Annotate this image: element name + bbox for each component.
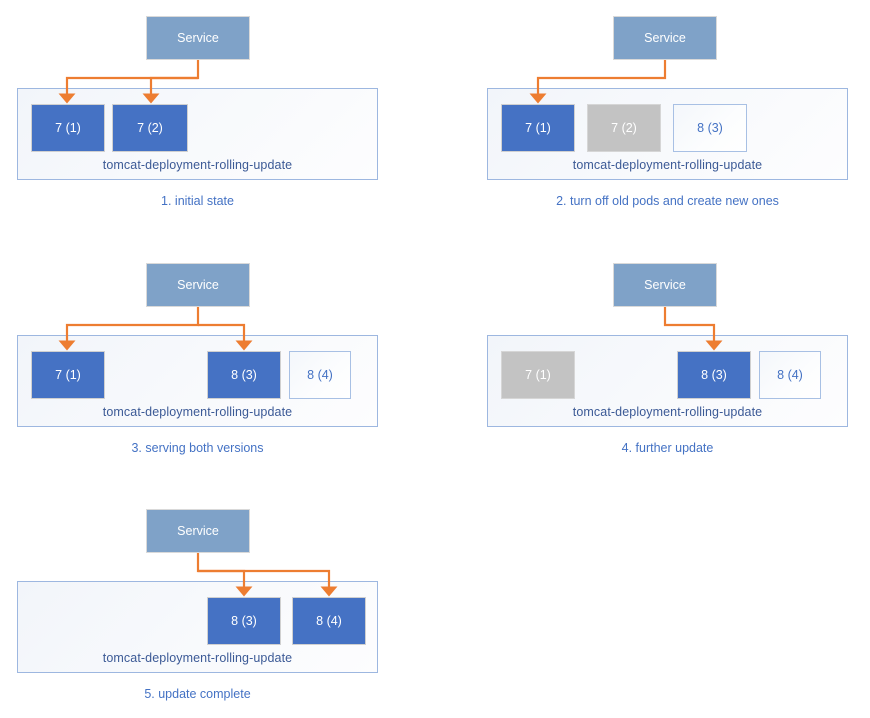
- pod-7-2: 7 (2): [112, 104, 188, 152]
- panel-caption: 4. further update: [621, 441, 714, 455]
- pod-label: 8 (4): [777, 367, 803, 382]
- deployment-name-label: tomcat-deployment-rolling-update: [102, 405, 293, 419]
- pod-7-1: 7 (1): [501, 351, 575, 399]
- pod-8-3: 8 (3): [207, 351, 281, 399]
- pod-8-4: 8 (4): [292, 597, 366, 645]
- service-box: Service: [613, 16, 717, 60]
- service-label: Service: [177, 277, 219, 292]
- deployment-name-label: tomcat-deployment-rolling-update: [102, 651, 293, 665]
- panel-caption: 1. initial state: [161, 194, 234, 208]
- service-label: Service: [644, 30, 686, 45]
- pod-label: 7 (1): [525, 120, 551, 135]
- service-label: Service: [644, 277, 686, 292]
- pod-7-1: 7 (1): [31, 351, 105, 399]
- pod-label: 8 (4): [316, 613, 342, 628]
- pod-7-2: 7 (2): [587, 104, 661, 152]
- pod-8-4: 8 (4): [759, 351, 821, 399]
- service-box: Service: [146, 509, 250, 553]
- pod-label: 8 (3): [231, 367, 257, 382]
- panel-caption: 2. turn off old pods and create new ones: [556, 194, 779, 208]
- pod-label: 7 (2): [137, 120, 163, 135]
- pod-label: 7 (1): [525, 367, 551, 382]
- pod-label: 8 (3): [697, 120, 723, 135]
- pod-label: 8 (4): [307, 367, 333, 382]
- pod-8-4: 8 (4): [289, 351, 351, 399]
- pod-label: 8 (3): [231, 613, 257, 628]
- pod-label: 8 (3): [701, 367, 727, 382]
- panel-caption: 3. serving both versions: [131, 441, 264, 455]
- deployment-name-label: tomcat-deployment-rolling-update: [572, 405, 763, 419]
- pod-8-3: 8 (3): [677, 351, 751, 399]
- deployment-name-label: tomcat-deployment-rolling-update: [102, 158, 293, 172]
- service-box: Service: [146, 16, 250, 60]
- pod-8-3: 8 (3): [207, 597, 281, 645]
- pod-7-1: 7 (1): [501, 104, 575, 152]
- service-box: Service: [613, 263, 717, 307]
- pod-label: 7 (2): [611, 120, 637, 135]
- service-label: Service: [177, 30, 219, 45]
- deployment-name-label: tomcat-deployment-rolling-update: [572, 158, 763, 172]
- pod-label: 7 (1): [55, 120, 81, 135]
- service-label: Service: [177, 523, 219, 538]
- service-box: Service: [146, 263, 250, 307]
- panel-caption: 5. update complete: [144, 687, 251, 701]
- pod-7-1: 7 (1): [31, 104, 105, 152]
- pod-8-3: 8 (3): [673, 104, 747, 152]
- pod-label: 7 (1): [55, 367, 81, 382]
